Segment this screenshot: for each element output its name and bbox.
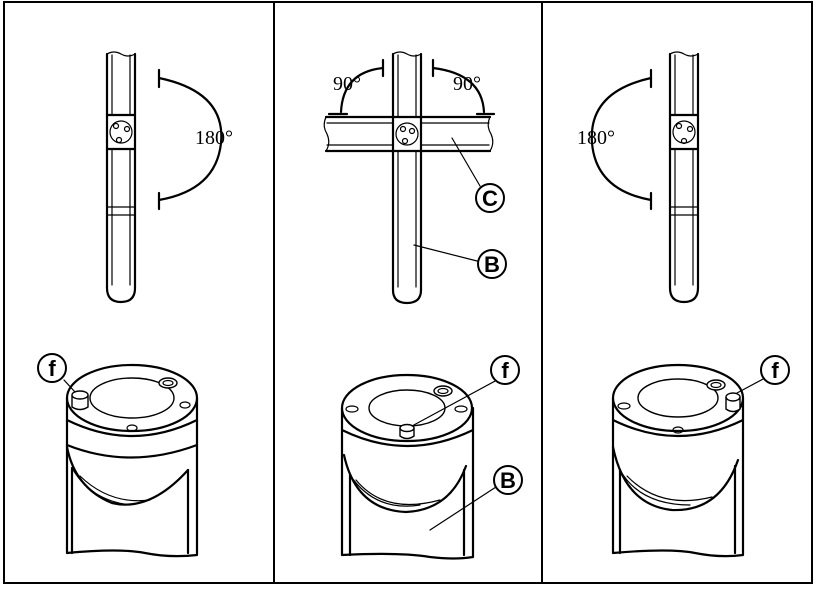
middle-angle-label-right: 90°: [453, 73, 481, 95]
left-top-view: [105, 51, 223, 304]
middle-angle-label-left: 90°: [333, 73, 361, 95]
svg-text:f: f: [771, 358, 779, 383]
right-callout-f: f: [760, 355, 790, 385]
left-perspective-view: [63, 363, 199, 558]
left-hub: [105, 113, 137, 151]
rotation-arc-90-left: [327, 58, 385, 116]
crossbar-c: [323, 115, 494, 153]
callout-c: C: [475, 183, 505, 213]
callout-b-bottom: B: [493, 465, 523, 495]
rotation-arc-180: [157, 68, 223, 211]
right-top-view: [590, 51, 700, 304]
middle-perspective-view: [340, 373, 498, 560]
svg-text:f: f: [501, 358, 509, 383]
right-angle-label: 180°: [577, 127, 615, 149]
svg-text:B: B: [500, 468, 516, 493]
right-perspective-view: [611, 363, 766, 558]
diagram-frame: [3, 1, 813, 584]
rotation-arc-90-right: [431, 58, 496, 116]
left-callout-f: f: [37, 353, 67, 383]
svg-text:B: B: [484, 252, 500, 277]
middle-callout-f: f: [490, 355, 520, 385]
callout-b-top: B: [477, 249, 507, 279]
middle-top-view: [323, 51, 496, 305]
middle-hub: [391, 115, 423, 153]
rotation-arc-180-right: [590, 68, 653, 211]
left-angle-label: 180°: [195, 127, 233, 149]
svg-text:f: f: [48, 356, 56, 381]
svg-text:C: C: [482, 186, 498, 211]
